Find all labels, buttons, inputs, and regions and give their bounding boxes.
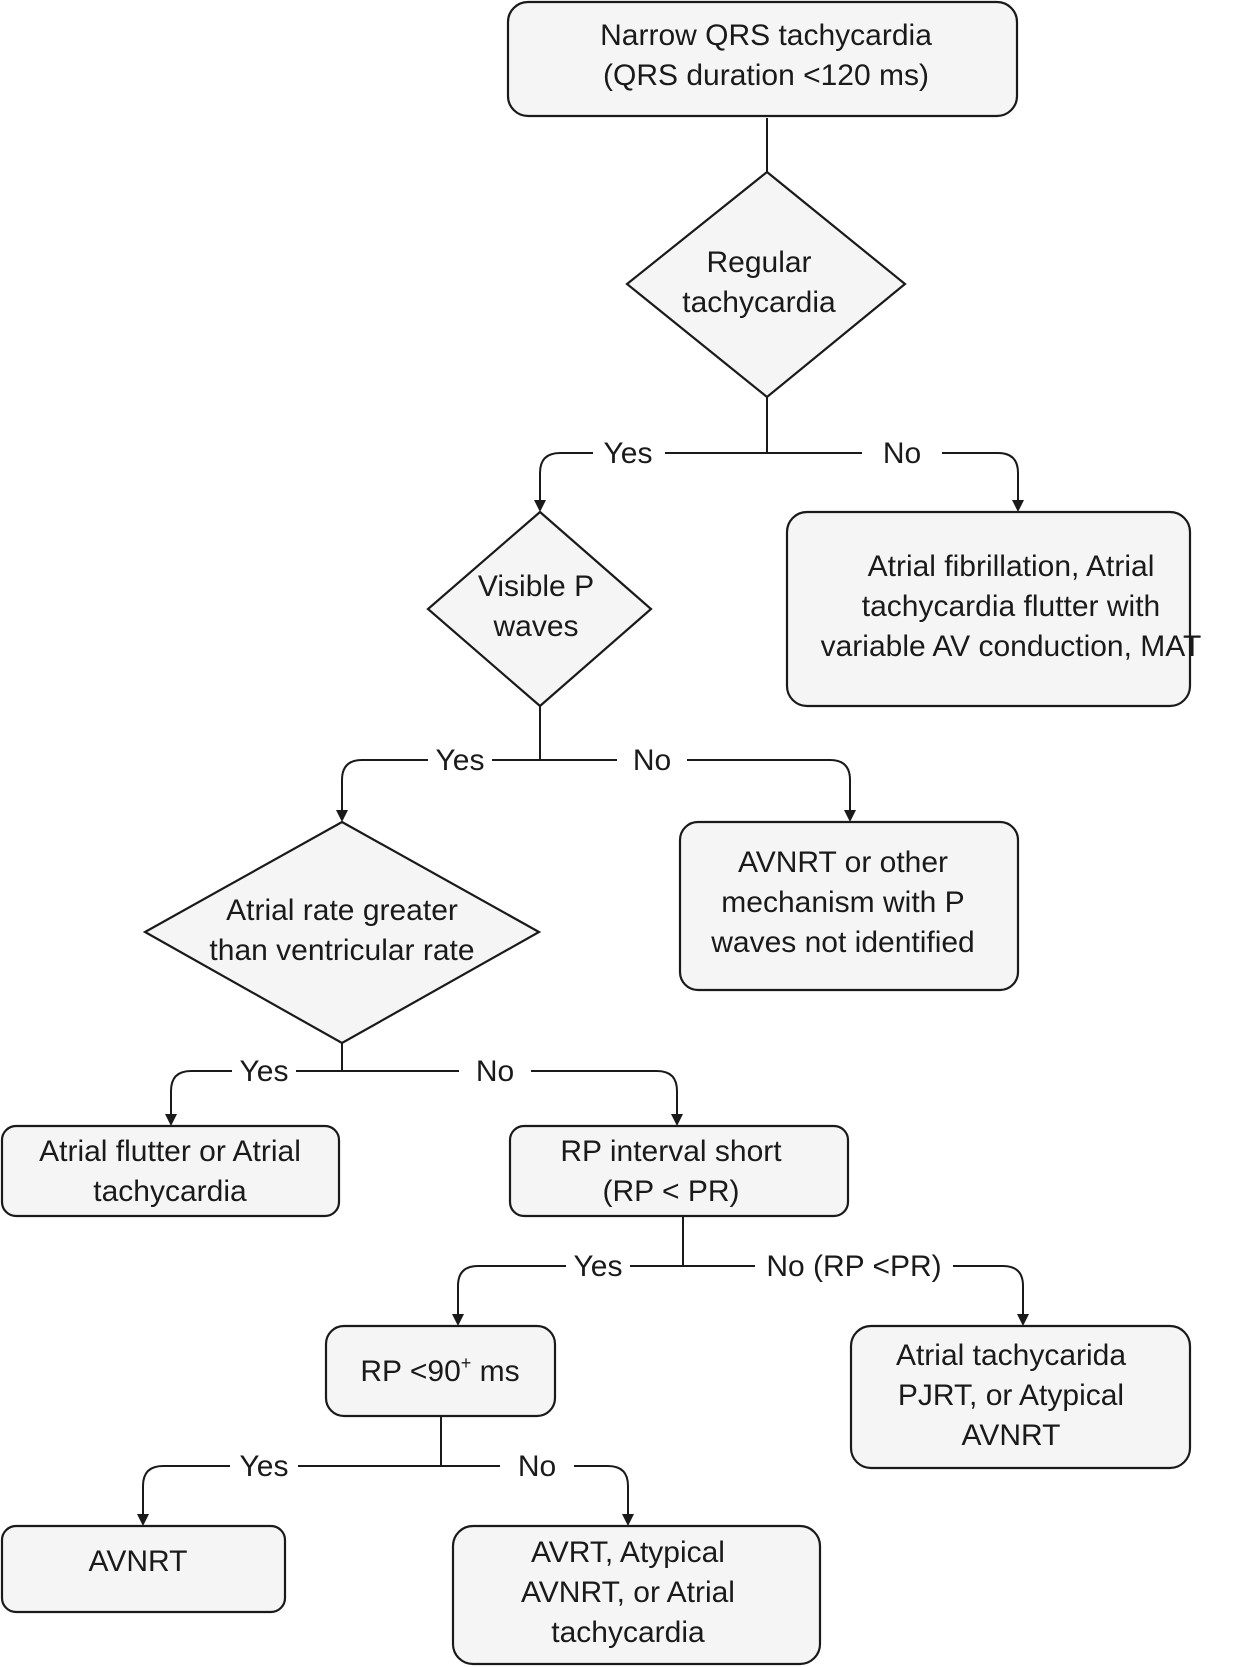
- node-rp-90-sup: +: [461, 1353, 472, 1373]
- node-long-rp-line-3: AVNRT: [962, 1419, 1061, 1452]
- node-visible-p-line-1: Visible P: [478, 570, 594, 603]
- arrowhead-rp90: [452, 1314, 464, 1326]
- edge-label-regular-no: No: [883, 437, 921, 470]
- arrowheads: [137, 500, 1029, 1526]
- edge-label-rate-no: No: [476, 1055, 514, 1088]
- edge-label-p-no: No: [633, 744, 671, 777]
- node-irregular-line-1: Atrial fibrillation, Atrial: [868, 550, 1155, 583]
- node-visible-p-waves: Visible P waves: [426, 510, 653, 708]
- node-flutter-line-1: Atrial flutter or Atrial: [39, 1135, 301, 1168]
- node-atrial-rate-line-1: Atrial rate greater: [226, 894, 458, 927]
- edge-label-rp-no: No (RP <PR): [766, 1250, 941, 1283]
- arrowhead-long-rp-result: [1017, 1314, 1029, 1326]
- edge-labels: Yes No Yes No Yes No Yes No (RP <PR) Yes…: [230, 435, 953, 1484]
- node-avrt-line-2: AVNRT, or Atrial: [521, 1576, 735, 1609]
- node-start-line-1: Narrow QRS tachycardia: [600, 19, 932, 52]
- node-atrial-rate: Atrial rate greater than ventricular rat…: [142, 820, 542, 1045]
- arrowhead-avnrt-result: [137, 1514, 149, 1526]
- connectors: [142, 118, 1024, 1514]
- edge-label-rp-yes: Yes: [574, 1250, 623, 1283]
- node-avrt-line-1: AVRT, Atypical: [531, 1536, 725, 1569]
- node-avnrt-line-1: AVNRT: [89, 1545, 188, 1578]
- arrowhead-rp-short: [671, 1114, 683, 1126]
- node-avrt-line-3: tachycardia: [551, 1616, 705, 1649]
- node-start-line-2: (QRS duration <120 ms): [603, 59, 929, 92]
- edge-label-rate-yes: Yes: [240, 1055, 289, 1088]
- connector-regular-yes: [539, 397, 768, 500]
- edge-label-regular-yes: Yes: [604, 437, 653, 470]
- connector-p-yes: [341, 706, 541, 810]
- node-rp-90-post: ms: [471, 1355, 519, 1388]
- node-regular-tachycardia: Regular tachycardia: [625, 170, 907, 399]
- edge-label-rp90-no: No: [518, 1450, 556, 1483]
- connector-rp90-yes: [142, 1417, 442, 1514]
- connector-rp-yes: [457, 1217, 684, 1314]
- node-rp-short-line-1: RP interval short: [560, 1135, 782, 1168]
- connector-regular-no: [767, 452, 1019, 500]
- connector-rp90-no: [441, 1465, 629, 1514]
- node-rp-90-text: RP <90+ ms: [360, 1353, 519, 1388]
- node-no-p-line-2: mechanism with P: [721, 886, 964, 919]
- node-avnrt-result: AVNRT: [0, 1524, 287, 1614]
- node-no-p-line-1: AVNRT or other: [738, 846, 948, 879]
- arrowhead-no-p-result: [844, 810, 856, 822]
- node-flutter-line-2: tachycardia: [93, 1175, 247, 1208]
- node-start: Narrow QRS tachycardia (QRS duration <12…: [506, 0, 1019, 118]
- node-no-p-line-3: waves not identified: [710, 926, 975, 959]
- node-visible-p-line-2: waves: [492, 610, 578, 643]
- arrowhead-flutter-result: [165, 1114, 177, 1126]
- arrowhead-atrial-rate: [336, 810, 348, 822]
- node-long-rp-line-2: PJRT, or Atypical: [898, 1379, 1124, 1412]
- node-rp-90: RP <90+ ms: [324, 1324, 557, 1418]
- node-irregular-line-2: tachycardia flutter with: [862, 590, 1160, 623]
- node-irregular-line-3: variable AV conduction, MAT: [821, 630, 1202, 663]
- node-regular-line-1: Regular: [706, 246, 811, 279]
- node-atrial-rate-line-2: than ventricular rate: [209, 934, 474, 967]
- node-flutter-result: Atrial flutter or Atrial tachycardia: [0, 1124, 341, 1218]
- connector-rate-no: [342, 1070, 678, 1114]
- node-rp-short: RP interval short (RP < PR): [508, 1124, 850, 1218]
- edge-label-p-yes: Yes: [436, 744, 485, 777]
- node-avrt-result: AVRT, Atypical AVNRT, or Atrial tachycar…: [451, 1524, 822, 1666]
- arrowhead-visible-p: [534, 500, 546, 512]
- node-no-p-result: AVNRT or other mechanism with P waves no…: [678, 820, 1020, 992]
- node-irregular-result: Atrial fibrillation, Atrial tachycardia …: [785, 510, 1202, 708]
- arrowhead-avrt-result: [622, 1514, 634, 1526]
- node-rp-90-pre: RP <90: [360, 1355, 460, 1388]
- connector-rp-no: [683, 1265, 1024, 1314]
- node-regular-line-2: tachycardia: [682, 286, 836, 319]
- node-long-rp-line-1: Atrial tachycarida: [896, 1339, 1126, 1372]
- arrowhead-irregular-result: [1012, 500, 1024, 512]
- connector-p-no: [540, 759, 851, 810]
- node-rp-short-line-2: (RP < PR): [603, 1175, 740, 1208]
- node-long-rp-result: Atrial tachycarida PJRT, or Atypical AVN…: [849, 1324, 1192, 1470]
- connector-rate-yes: [170, 1043, 343, 1114]
- edge-label-rp90-yes: Yes: [240, 1450, 289, 1483]
